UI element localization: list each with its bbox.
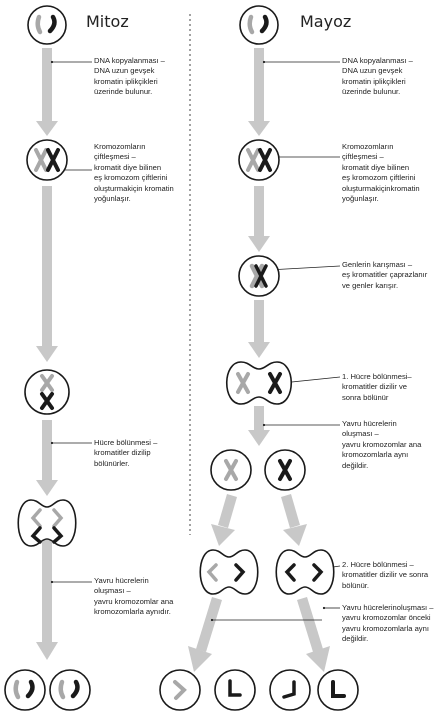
daughter-cell bbox=[317, 669, 359, 711]
note-dna-copy-mitosis: DNA kopyalanması – DNA uzun gevşek kroma… bbox=[94, 56, 165, 97]
daughter-cell bbox=[214, 669, 256, 711]
cell bbox=[239, 5, 279, 45]
arrow-down bbox=[36, 420, 58, 496]
chromatid-pair bbox=[278, 459, 292, 481]
chromosome bbox=[228, 679, 242, 697]
crossing-chromatid bbox=[249, 263, 265, 289]
cell bbox=[238, 139, 280, 181]
meiosis-arrows bbox=[188, 48, 330, 672]
chromosome bbox=[58, 679, 66, 700]
chromosome bbox=[282, 680, 296, 699]
arrow-diagonal bbox=[281, 494, 307, 546]
meiosis-cells bbox=[159, 5, 359, 711]
chromatid-pair bbox=[224, 459, 238, 481]
chromatid bbox=[52, 508, 64, 528]
chromatid-pair bbox=[268, 372, 282, 394]
arrow-down bbox=[36, 186, 58, 362]
chromosome bbox=[70, 679, 80, 699]
daughter-cell bbox=[49, 669, 91, 711]
arrow-down bbox=[248, 406, 270, 446]
note-pairing-mitosis: Kromozomların çiftleşmesi – kromatit diy… bbox=[94, 142, 174, 204]
note-division-1: 1. Hücre bölünmesi– kromatitler dizilir … bbox=[342, 372, 412, 402]
note-daughters-2: Yavru hücrelerinoluşması – yavru kromozo… bbox=[342, 603, 434, 644]
arrow-down bbox=[36, 540, 58, 660]
mitosis-title: Mitoz bbox=[86, 12, 129, 31]
chromatid-pair bbox=[46, 148, 60, 172]
arrow-diagonal bbox=[297, 597, 330, 672]
chromosome bbox=[331, 680, 346, 698]
mitosis-arrows bbox=[36, 48, 58, 660]
chromosome bbox=[47, 14, 57, 34]
daughter-cell bbox=[159, 669, 201, 711]
chromatid-pair bbox=[258, 148, 272, 172]
chromosome bbox=[13, 679, 21, 700]
arrow-diagonal bbox=[188, 597, 222, 672]
arrow-down bbox=[36, 48, 58, 136]
meiosis-chromosomes bbox=[173, 14, 346, 700]
chromatid-pair bbox=[236, 372, 250, 394]
cell bbox=[24, 369, 70, 415]
crossing-chromatid bbox=[254, 264, 268, 288]
daughter-cell bbox=[269, 669, 311, 711]
arrow-down bbox=[248, 300, 270, 358]
arrow-down bbox=[248, 186, 270, 252]
chromosome bbox=[247, 14, 255, 35]
chromatid bbox=[284, 563, 296, 582]
note-daughters-mitosis: Yavru hücrelerin oluşması – yavru kromoz… bbox=[94, 576, 174, 617]
chromatid-pair bbox=[34, 148, 48, 172]
note-dna-copy-meiosis: DNA kopyalanması – DNA uzun gevşek kroma… bbox=[342, 56, 413, 97]
meiosis-title: Mayoz bbox=[300, 12, 352, 31]
note-pairing-meiosis: Kromozomların çiftleşmesi – kromatit diy… bbox=[342, 142, 420, 204]
dividing-cell bbox=[199, 549, 259, 595]
note-crossing-over: Genlerin karışması – eş kromatitler çapr… bbox=[342, 260, 428, 290]
chromatid bbox=[52, 526, 64, 544]
chromatid bbox=[30, 526, 42, 544]
chromatid bbox=[312, 563, 324, 582]
chromosome bbox=[25, 679, 35, 699]
note-daughters-1: Yavru hücrelerin oluşması – yavru kromoz… bbox=[342, 419, 422, 470]
chromatid-pair bbox=[40, 392, 54, 410]
chromatid bbox=[30, 508, 42, 528]
chromosome bbox=[259, 14, 269, 34]
dividing-cell bbox=[275, 549, 335, 595]
note-division-2: 2. Hücre bölünmesi – kromatitler dizilir… bbox=[342, 560, 429, 590]
dividing-cell bbox=[17, 499, 77, 547]
chromosome bbox=[35, 14, 43, 35]
cell bbox=[27, 5, 67, 45]
note-division-mitosis: Hücre bölünmesi – kromatitler dizilip bö… bbox=[94, 438, 158, 468]
chromosome bbox=[173, 680, 187, 700]
dividing-cell bbox=[226, 361, 292, 405]
daughter-cell bbox=[4, 669, 46, 711]
arrow-down bbox=[248, 48, 270, 136]
chromatid-pair bbox=[246, 148, 260, 172]
chromatid bbox=[206, 563, 218, 582]
mitosis-chromosomes bbox=[13, 14, 80, 700]
chromatid bbox=[234, 563, 246, 582]
arrow-diagonal bbox=[211, 494, 237, 546]
chromatid-pair bbox=[40, 374, 54, 392]
cell bbox=[26, 139, 68, 181]
